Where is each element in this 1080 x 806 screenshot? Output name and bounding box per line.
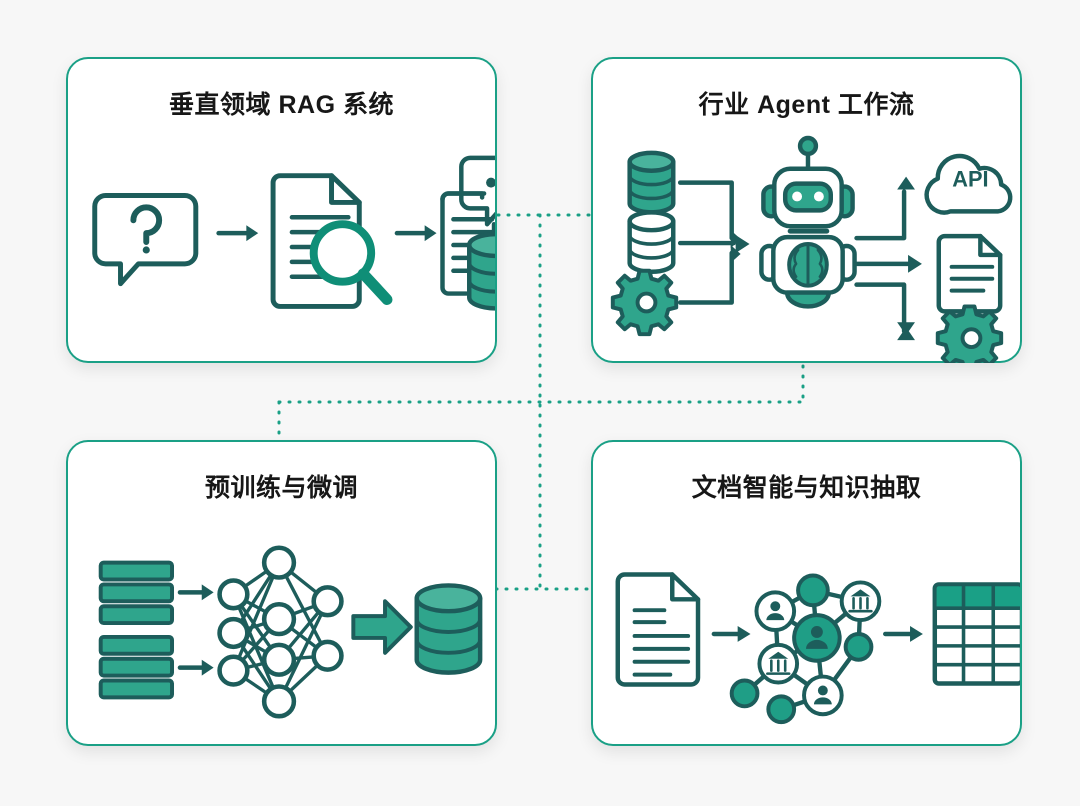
table-grid-icon — [932, 582, 1020, 686]
flow-arrow-2 — [394, 225, 437, 242]
panel-pretrain-finetune[interactable]: 预训练与微调 — [66, 440, 497, 746]
panel-rag-illustration — [92, 155, 495, 311]
graph-node-person-center — [792, 613, 842, 663]
database-filled-icon — [467, 231, 495, 311]
knowledge-graph-icon — [729, 573, 882, 725]
graph-node-person-bottom — [802, 674, 844, 717]
panel-agent-title: 行业 Agent 工作流 — [698, 91, 915, 119]
docai-arrow-2 — [883, 626, 923, 642]
panel-rag-title: 垂直领域 RAG 系统 — [169, 91, 394, 119]
panel-train-illustration — [98, 545, 483, 719]
gear-icon — [935, 304, 1004, 363]
brain-icon — [787, 242, 829, 288]
document-search-magnifier-icon — [270, 173, 393, 309]
panel-rag-system[interactable]: 垂直领域 RAG 系统 — [66, 57, 497, 363]
panel-docai-title: 文档智能与知识抽取 — [691, 474, 922, 502]
panel-agent-illustration: API — [610, 135, 1013, 363]
panel-agent-workflow[interactable]: 行业 Agent 工作流 — [591, 57, 1022, 363]
database-outline-icon — [627, 210, 676, 275]
train-output-arrow — [351, 599, 413, 655]
neural-network-icon — [217, 545, 344, 719]
document-lines-icon — [615, 572, 701, 687]
cloud-api-icon: API — [924, 153, 1013, 215]
flow-arrow-1 — [216, 225, 259, 242]
robot-brain-icon — [759, 135, 857, 309]
graph-node-institution-left — [757, 642, 800, 685]
database-filled-icon — [627, 150, 676, 215]
input-arrows — [677, 180, 750, 305]
data-stripes-icon — [98, 560, 175, 700]
question-chat-bubble-icon — [92, 193, 199, 287]
panel-train-title: 预训练与微调 — [204, 474, 358, 502]
gear-icon — [610, 268, 679, 337]
docai-arrow-1 — [711, 626, 751, 642]
train-input-arrows — [177, 584, 214, 676]
database-filled-icon — [414, 583, 483, 675]
cloud-api-label: API — [952, 167, 988, 192]
graph-node-institution-top — [839, 580, 882, 623]
panel-docai-illustration — [615, 572, 1020, 725]
document-chat-database-icon — [440, 155, 495, 311]
panel-document-intelligence[interactable]: 文档智能与知识抽取 — [591, 440, 1022, 746]
output-arrows — [854, 176, 922, 341]
document-icon — [936, 233, 1003, 314]
graph-node-person — [754, 590, 797, 632]
